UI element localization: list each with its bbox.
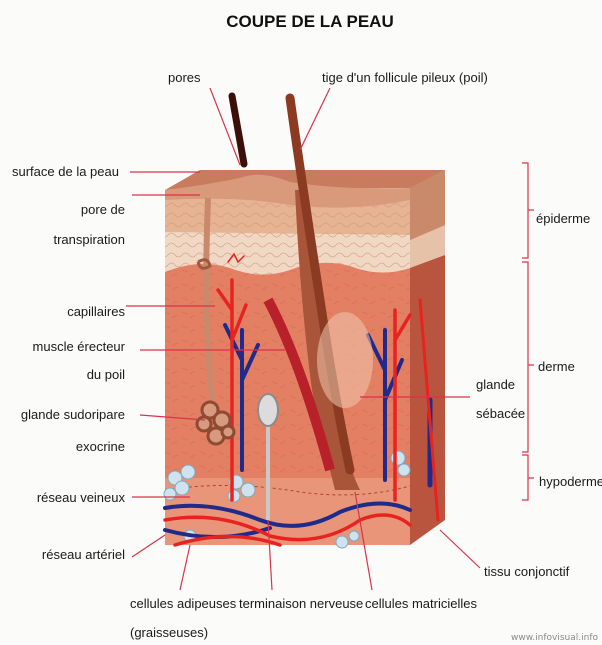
- label-nerve: terminaison nerveuse: [239, 596, 363, 611]
- label-capillaries: capillaires: [67, 304, 125, 319]
- label-sweat-gland-1: glande sudoripare: [21, 407, 125, 422]
- label-sebaceous-1: glande: [476, 377, 515, 392]
- label-sweat-pore-2: transpiration: [53, 232, 125, 247]
- label-erector-2: du poil: [87, 367, 125, 382]
- label-skin-surface: surface de la peau: [12, 164, 119, 179]
- label-venous: réseau veineux: [37, 490, 126, 505]
- diagram-title: COUPE DE LA PEAU: [226, 12, 394, 31]
- skin-block: [164, 96, 445, 548]
- label-hair-shaft: tige d'un follicule pileux (poil): [322, 70, 488, 85]
- layer-brackets: [522, 163, 534, 500]
- sebaceous-gland: [317, 312, 373, 408]
- label-epidermis: épiderme: [536, 211, 590, 226]
- label-sweat-pore-1: pore de: [81, 202, 125, 217]
- label-matrix: cellules matricielles: [365, 596, 477, 611]
- short-hair: [232, 96, 244, 164]
- label-sebaceous-2: sébacée: [476, 406, 525, 421]
- label-arterial: réseau artériel: [42, 547, 125, 562]
- label-pores: pores: [168, 70, 201, 85]
- label-adipose-1: cellules adipeuses: [130, 596, 237, 611]
- label-sweat-gland-2: exocrine: [76, 439, 125, 454]
- watermark: www.infovisual.info: [511, 633, 598, 643]
- label-erector-1: muscle érecteur: [33, 339, 126, 354]
- label-dermis: derme: [538, 359, 575, 374]
- label-hypodermis: hypoderme: [539, 474, 602, 489]
- label-connective: tissu conjonctif: [484, 564, 570, 579]
- label-adipose-2: (graisseuses): [130, 625, 208, 640]
